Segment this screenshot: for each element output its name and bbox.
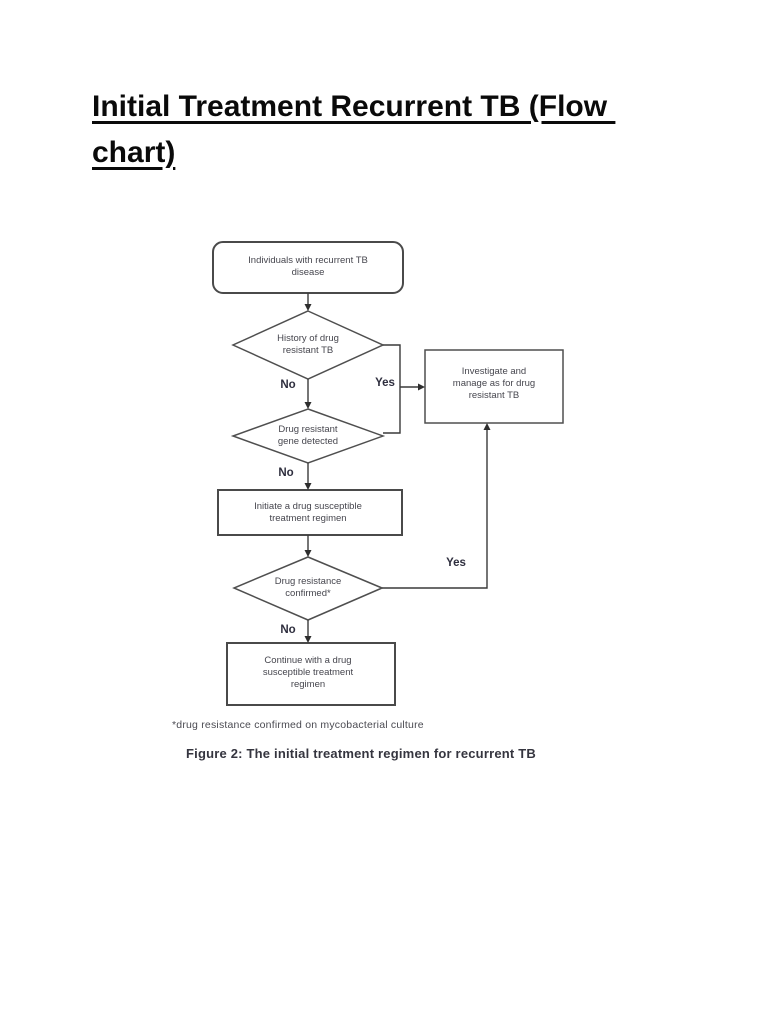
flowchart-canvas (212, 241, 564, 706)
continue-node-shape (226, 642, 396, 706)
edge-label-yes-2: Yes (446, 557, 466, 569)
page-title-line-1: Initial Treatment Recurrent TB (Flow (92, 90, 616, 123)
decision3-label: Drug resistance confirmed* (274, 576, 342, 599)
decision1-label: History of drug resistant TB (277, 333, 339, 356)
investigate-node-shape (424, 349, 564, 424)
investigate-node-label: Investigate and manage as for drug resis… (452, 366, 536, 401)
figure-caption: Figure 2: The initial treatment regimen … (186, 746, 536, 761)
continue-node-label: Continue with a drug susceptible treatme… (262, 655, 354, 690)
page-title-line-2: chart) (92, 136, 176, 169)
start-node-label: Individuals with recurrent TB disease (248, 255, 368, 278)
edge-label-no-2: No (278, 467, 294, 479)
edge-label-yes-1: Yes (375, 377, 395, 389)
flowchart-footnote: *drug resistance confirmed on mycobacter… (172, 719, 424, 731)
flowchart-figure: Individuals with recurrent TB disease Hi… (170, 235, 590, 795)
edge-label-no-1: No (280, 379, 296, 391)
flow-arrowheads (304, 304, 491, 643)
edge-label-no-3: No (280, 624, 296, 636)
flow-connectors (307, 293, 488, 636)
decision2-label: Drug resistant gene detected (277, 424, 339, 447)
initiate-node-shape (217, 489, 403, 536)
initiate-node-label: Initiate a drug susceptible treatment re… (254, 501, 362, 524)
page-title: Initial Treatment Recurrent TB (Flow cha… (92, 84, 752, 176)
